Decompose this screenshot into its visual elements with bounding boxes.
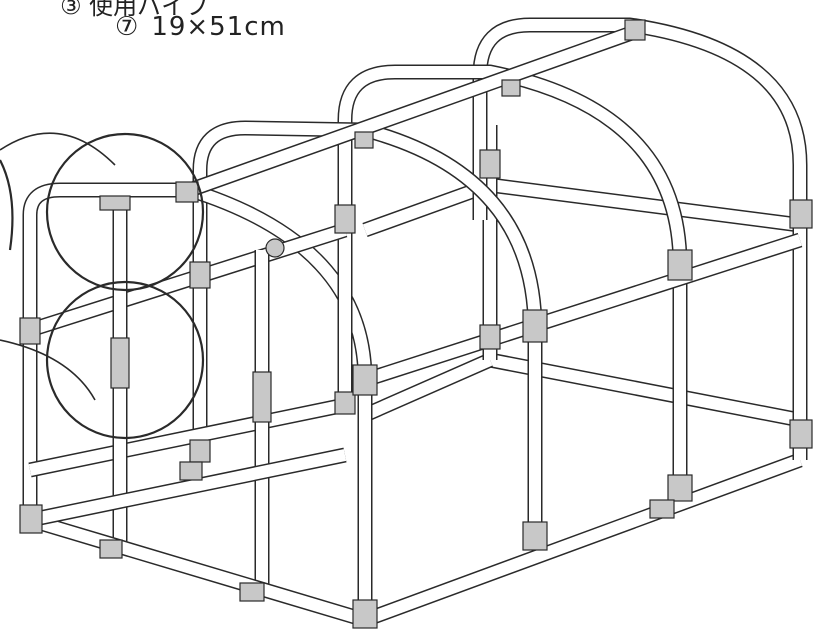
joint-top-mid2 [354, 131, 374, 149]
joint-front-left-top [19, 317, 41, 345]
frame-ridge [187, 22, 643, 198]
joint-bottom-front2 [99, 539, 123, 559]
joint-mid1-post [189, 261, 211, 289]
joint-bottom-front [239, 582, 265, 602]
joint-bracket-arch [265, 238, 285, 258]
part-number: ⑦ [115, 12, 140, 42]
callout-lead-lower [0, 339, 96, 401]
joint-right-arch3 [667, 249, 693, 281]
joint-bottom-mid [179, 461, 203, 481]
callout-circle-upper [45, 132, 205, 292]
callout-arc-left [0, 159, 14, 251]
detail-callouts [0, 132, 205, 440]
callout-circle-lower [45, 280, 205, 440]
joint-back-post-bottom [479, 324, 501, 350]
joint-ridge-top [624, 19, 646, 41]
pipe-part-label: ⑦ 19×51cm [115, 12, 286, 42]
part-dimension: 19×51cm [151, 12, 286, 42]
frame-joints [19, 19, 813, 629]
joint-right-arch3-bottom [667, 474, 693, 502]
joint-mid1-base [189, 439, 211, 463]
callout-lead-upper [0, 132, 116, 166]
joint-bracket-top [99, 195, 131, 211]
joint-front-left-bottom [19, 504, 43, 534]
joint-coupler-right [252, 371, 272, 423]
joint-coupler-left [110, 337, 130, 389]
joint-back-right [789, 199, 813, 229]
joint-ridge-front [175, 181, 199, 203]
joint-right-arch2 [522, 309, 548, 343]
section-heading-cropped: ③ 使用パイプ [60, 0, 210, 20]
joint-front-right-top [352, 364, 378, 396]
frame-back-members [361, 125, 808, 428]
joint-mid2-post [334, 204, 356, 234]
frame-bottom [27, 420, 808, 628]
joint-front-right-bottom [352, 599, 378, 629]
frame-side-rails [22, 210, 803, 620]
joint-back-right-bottom [789, 419, 813, 449]
joint-top-mid [501, 79, 521, 97]
joint-mid2-base [334, 391, 356, 415]
joint-back-post-top [479, 149, 501, 179]
joint-bottom-mid2 [649, 499, 675, 519]
joint-right-arch2-bottom [522, 521, 548, 551]
frame-arches [22, 17, 808, 381]
